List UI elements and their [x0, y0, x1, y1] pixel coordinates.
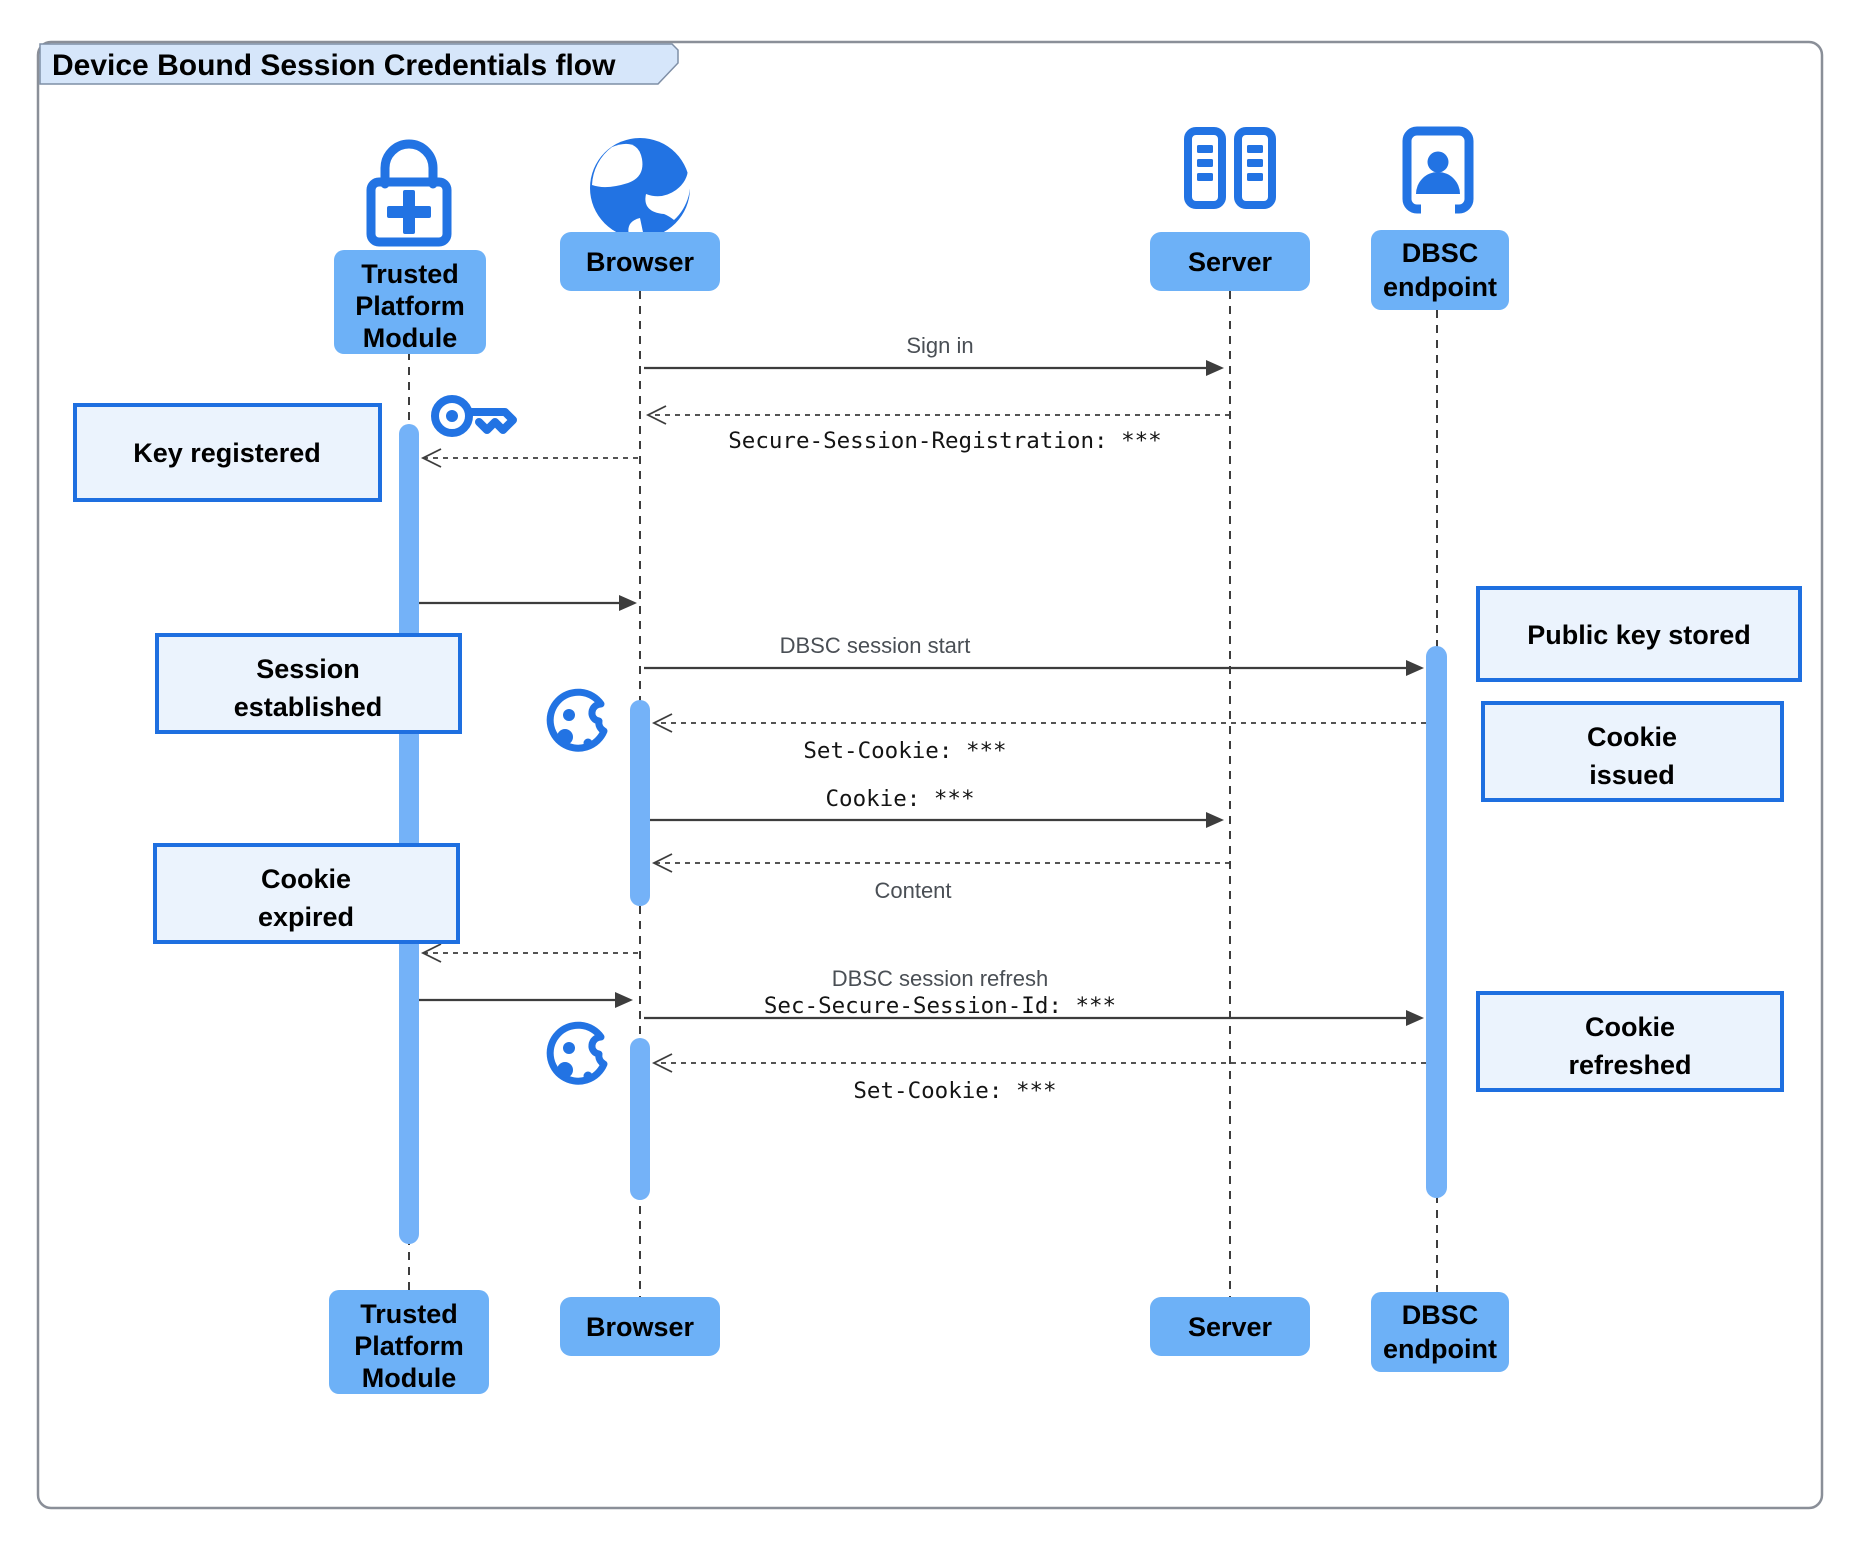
svg-text:Module: Module: [362, 1363, 457, 1393]
svg-text:Server: Server: [1188, 247, 1273, 277]
svg-text:Platform: Platform: [354, 1331, 464, 1361]
svg-text:Browser: Browser: [586, 1312, 695, 1342]
svg-text:DBSC session refresh: DBSC session refresh: [832, 966, 1048, 991]
svg-text:Cookie: ***: Cookie: ***: [825, 786, 974, 812]
activation-browser-2: [630, 1038, 650, 1200]
cookie-icon: [546, 1021, 608, 1085]
note-session-established: Session established: [155, 633, 462, 734]
note-cookie-refreshed: Cookie refreshed: [1476, 991, 1784, 1092]
note-cookie-issued: Cookie issued: [1481, 701, 1784, 802]
svg-text:Trusted: Trusted: [361, 259, 459, 289]
svg-text:Cookie: Cookie: [1587, 722, 1677, 752]
activation-dbsc: [1426, 646, 1447, 1198]
diagram-title: Device Bound Session Credentials flow: [52, 49, 616, 82]
svg-text:refreshed: refreshed: [1568, 1050, 1691, 1080]
cookie-icon: [546, 688, 608, 752]
svg-text:Sign in: Sign in: [906, 333, 973, 358]
message-set-cookie-2: Set-Cookie: ***: [651, 1053, 1426, 1104]
svg-text:DBSC: DBSC: [1402, 238, 1479, 268]
actor-bottom-server: Server: [1150, 1297, 1310, 1356]
message-tpm-to-browser-2: [419, 992, 633, 1008]
actor-top-server: Server: [1150, 232, 1310, 291]
activation-tpm: [399, 424, 419, 1244]
svg-text:Set-Cookie: ***: Set-Cookie: ***: [803, 738, 1006, 764]
svg-text:established: established: [234, 692, 383, 722]
svg-text:endpoint: endpoint: [1383, 272, 1497, 302]
message-dbsc-session-start: DBSC session start: [644, 633, 1424, 676]
title-tab: Device Bound Session Credentials flow: [39, 43, 679, 85]
message-content: Content: [651, 853, 1230, 903]
actor-top-browser: Browser: [560, 232, 720, 291]
svg-text:Secure-Session-Registration: *: Secure-Session-Registration: ***: [728, 428, 1161, 454]
lock-plus-icon: [366, 139, 452, 247]
message-browser-to-tpm-1: [420, 448, 638, 468]
message-browser-to-tpm-2: [420, 943, 638, 963]
svg-text:endpoint: endpoint: [1383, 1334, 1497, 1364]
message-set-cookie-1: Set-Cookie: ***: [651, 713, 1426, 764]
svg-text:Module: Module: [363, 323, 458, 353]
svg-text:Session: Session: [256, 654, 360, 684]
svg-text:issued: issued: [1589, 760, 1675, 790]
svg-text:Sec-Secure-Session-Id: ***: Sec-Secure-Session-Id: ***: [764, 993, 1116, 1019]
note-cookie-expired: Cookie expired: [153, 843, 460, 944]
actor-top-dbsc: DBSC endpoint: [1371, 230, 1509, 310]
person-badge-icon: [1402, 126, 1474, 214]
message-cookie: Cookie: ***: [650, 786, 1224, 828]
message-dbsc-session-refresh: DBSC session refresh Sec-Secure-Session-…: [644, 966, 1424, 1026]
actor-bottom-browser: Browser: [560, 1297, 720, 1356]
note-public-key-stored: Public key stored: [1476, 586, 1802, 682]
svg-text:Browser: Browser: [586, 247, 695, 277]
server-rack-icon: [1184, 127, 1276, 209]
svg-text:Cookie: Cookie: [261, 864, 351, 894]
message-tpm-to-browser-1: [419, 595, 637, 611]
actor-bottom-dbsc: DBSC endpoint: [1371, 1292, 1509, 1372]
svg-text:Key registered: Key registered: [133, 438, 321, 468]
message-sign-in: Sign in: [644, 333, 1224, 376]
globe-icon: [590, 138, 691, 239]
svg-text:DBSC session start: DBSC session start: [780, 633, 971, 658]
key-icon: [431, 395, 517, 437]
svg-text:Trusted: Trusted: [360, 1299, 458, 1329]
actor-bottom-tpm: Trusted Platform Module: [329, 1290, 489, 1394]
svg-text:Cookie: Cookie: [1585, 1012, 1675, 1042]
svg-text:Public key stored: Public key stored: [1527, 620, 1751, 650]
activation-browser-1: [630, 700, 650, 906]
svg-text:Server: Server: [1188, 1312, 1273, 1342]
actor-top-tpm: Trusted Platform Module: [334, 250, 486, 354]
svg-text:DBSC: DBSC: [1402, 1300, 1479, 1330]
svg-text:Content: Content: [874, 878, 951, 903]
svg-text:Set-Cookie: ***: Set-Cookie: ***: [853, 1078, 1056, 1104]
svg-text:Platform: Platform: [355, 291, 465, 321]
note-key-registered: Key registered: [73, 403, 382, 502]
message-secure-session-registration: Secure-Session-Registration: ***: [645, 405, 1230, 454]
svg-text:expired: expired: [258, 902, 354, 932]
